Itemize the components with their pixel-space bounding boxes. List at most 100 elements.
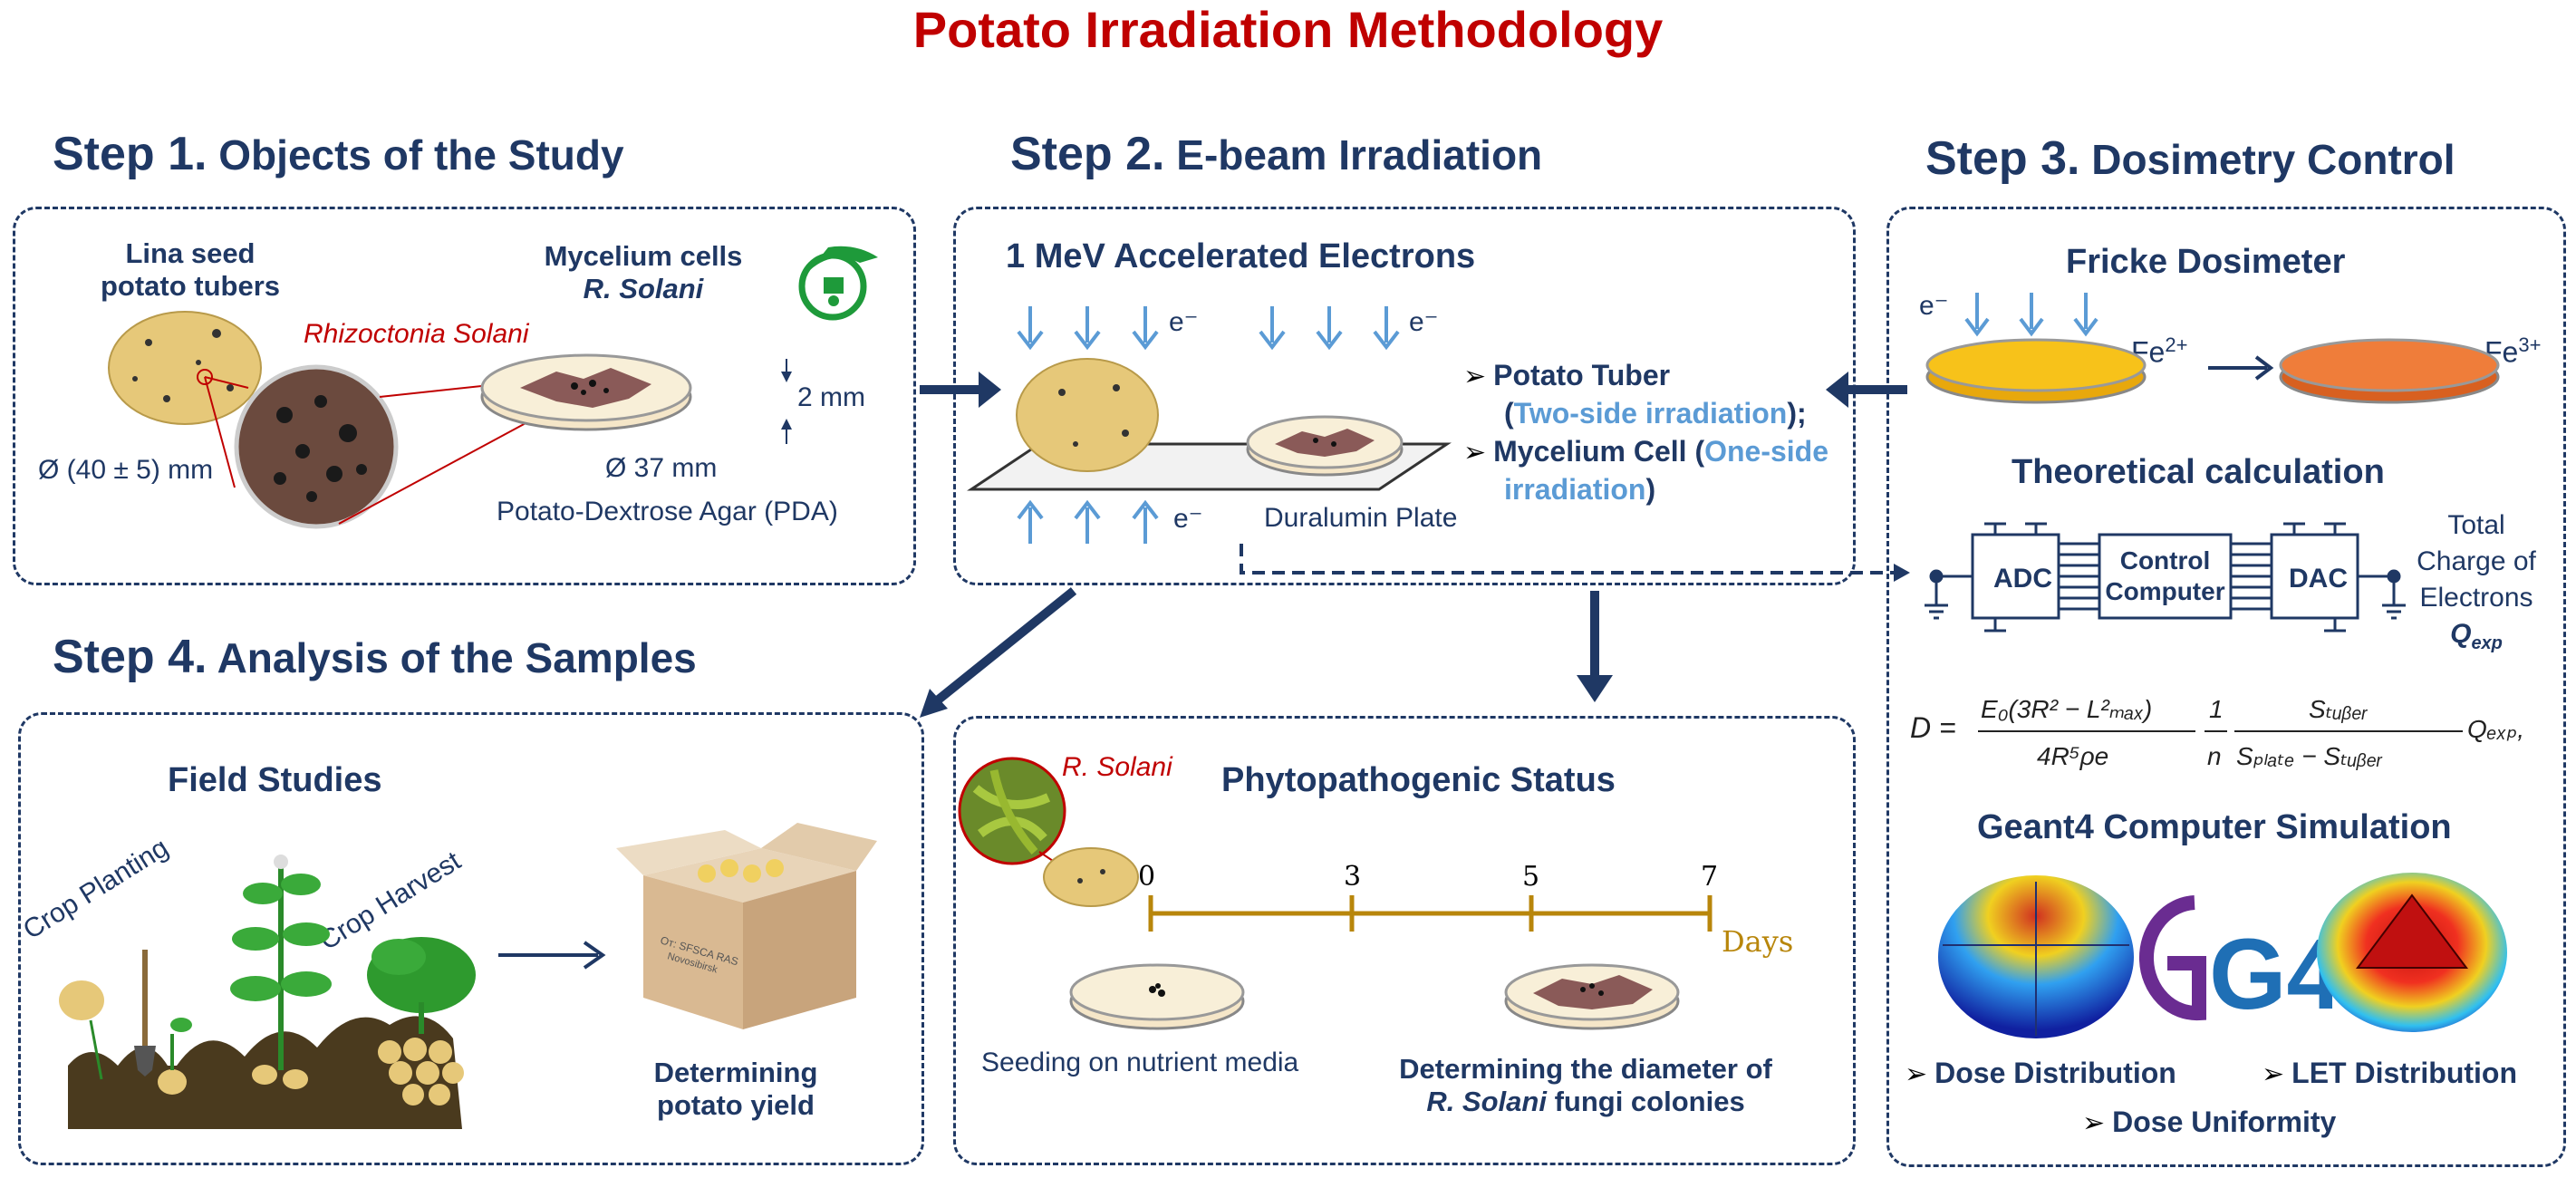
svg-text:n: n [2207,742,2222,770]
fricke-electron-arrows [1964,293,2098,337]
step4-phyto-panel [953,716,1856,1165]
bullet-mycelium-text: Mycelium Cell ( [1493,435,1705,468]
svg-text:Sₜᵤᵦₑᵣ: Sₜᵤᵦₑᵣ [2309,695,2369,723]
dose-distribution-text: Dose Distribution [1934,1057,2176,1089]
theory-title: Theoretical calculation [2012,453,2385,491]
right-arrow-icon [498,941,606,970]
svg-text:1: 1 [2209,695,2224,723]
top-electron-arrows [1017,306,1400,351]
fricke-electron-label: e⁻ [1919,291,1949,321]
field-title: Field Studies [168,761,382,799]
two-side-text: Two-side irradiation [1513,397,1788,430]
reaction-arrow-icon [2208,355,2274,381]
fe3-charge: 3+ [2518,333,2542,356]
thickness-label: 2 mm [797,382,865,412]
electron-label-3: e⁻ [1173,504,1203,534]
dashed-connector [1240,544,1910,582]
electron-label-2: e⁻ [1409,307,1439,337]
adc-label: ADC [1993,564,2052,594]
step2-name: E-beam Irradiation [1176,131,1543,179]
right-arrow-icon [920,372,1001,408]
sfsca-logo [798,246,878,321]
svg-text:4R⁵ρe: 4R⁵ρe [2037,742,2108,770]
tubers-label: Lina seed potato tubers [100,237,281,303]
mycelium-label-line1: Mycelium cells [544,240,743,272]
diameter-species: R. Solani [1426,1086,1547,1117]
bottom-electron-arrows [1017,499,1159,544]
bullet-dose-uniformity: ➢Dose Uniformity [2082,1106,2336,1139]
bullet-arrow-icon: ➢ [1463,438,1487,468]
yield-label: Determining potato yield [618,1057,854,1122]
total-charge-label: Total Charge of Electrons Qexp [2408,507,2544,661]
paren-close: ); [1787,397,1807,430]
fe3-dish [2279,338,2500,404]
dose-formula-svg: D = E₀(3R² − L²ₘₐₓ) 4R⁵ρe 1 n Sₜᵤᵦₑᵣ Sₚₗ… [1910,695,2524,770]
step1-name: Objects of the Study [218,131,624,179]
tick-3: 3 [1344,861,1362,893]
step2-subtitle: 1 MeV Accelerated Electrons [1006,237,1476,275]
step4-number: Step 4. [53,631,207,683]
petri-dish-image [480,353,692,431]
svg-text:Sₚₗₐₜₑ − Sₜᵤᵦₑᵣ: Sₚₗₐₜₑ − Sₜᵤᵦₑᵣ [2236,742,2383,770]
tick-0: 0 [1138,861,1156,893]
total-line1: Total [2447,510,2505,540]
step4-field-panel [18,712,924,1165]
svg-text:Qₑₓₚ,: Qₑₓₚ, [2467,715,2524,743]
qexp-label: Qexp [2408,616,2544,661]
step3-header: Step 3. Dosimetry Control [1925,131,2455,186]
g4-logo: G4 [2139,895,2342,1030]
plate-label: Duralumin Plate [1264,503,1458,533]
step2-header: Step 2. E-beam Irradiation [1010,127,1542,181]
circuit-diagram [1925,522,2406,632]
bullet-arrow-icon: ➢ [2082,1108,2106,1138]
yield-line2: potato yield [657,1089,815,1121]
dose-formula: D = E₀(3R² − L²ₘₐₓ) 4R⁵ρe 1 n Sₜᵤᵦₑᵣ Sₚₗ… [1910,681,2562,781]
svg-text:D =: D = [1910,711,1956,744]
svg-text:E₀(3R² − L²ₘₐₓ): E₀(3R² − L²ₘₐₓ) [1981,695,2152,723]
bullet-arrow-icon: ➢ [1463,362,1487,391]
dose-uniformity-text: Dose Uniformity [2112,1106,2337,1138]
step1-header: Step 1. Objects of the Study [53,127,624,181]
field-illustration: От: SFSCA RAS Novosibirsk [59,823,877,1129]
seeding-dish [1069,963,1245,1030]
mycelium-label-line2: R. Solani [583,273,704,304]
bullet-potato-text: Potato Tuber [1493,359,1671,391]
mycelium-label: Mycelium cells R. Solani [535,240,752,305]
rsolani-label: R. Solani [1062,752,1172,782]
bullet-potato: ➢Potato Tuber [1463,359,1670,392]
grown-colony-dish [1504,963,1680,1030]
tick-5: 5 [1522,861,1540,893]
step2-number: Step 2. [1010,128,1165,180]
dose-distribution-image [1938,875,2134,1038]
fe2-dish [1925,338,2147,404]
shovel-icon [134,950,156,1077]
paren-close-2: ) [1645,473,1656,506]
bullet-mycelium: ➢Mycelium Cell (One-side [1463,435,1828,468]
thickness-arrows [781,359,792,444]
total-line2: Charge of [2417,546,2536,576]
seeding-label: Seeding on nutrient media [981,1048,1299,1077]
timeline-axis [1148,895,1713,932]
bullet-potato-detail: (Two-side irradiation); [1504,397,1807,430]
tuber-diameter-label: Ø (40 ± 5) mm [38,455,214,485]
potato-tuber-image [108,311,262,425]
dac-label: DAC [2289,564,2348,594]
step3-number: Step 3. [1925,132,2080,185]
potato-plant-icon [230,855,332,1089]
small-potato [1043,847,1139,907]
one-side-text: One-side [1704,435,1829,468]
tubers-label-line1: Lina seed [125,237,256,269]
step3-panel [1886,207,2566,1167]
diameter-line2: fungi colonies [1546,1086,1745,1117]
medium-label: Potato-Dextrose Agar (PDA) [497,497,838,526]
sprout-icon [158,1018,192,1095]
step1-panel [13,207,916,585]
left-arrow-icon [1826,372,1907,408]
qexp-symbol: Q [2450,619,2472,649]
diagonal-arrow-icon [920,587,1077,718]
fe2-charge: 2+ [2165,333,2188,356]
control-line1: Control [2119,546,2211,575]
seed-potato [59,980,104,1020]
page-title: Potato Irradiation Methodology [912,1,1664,58]
